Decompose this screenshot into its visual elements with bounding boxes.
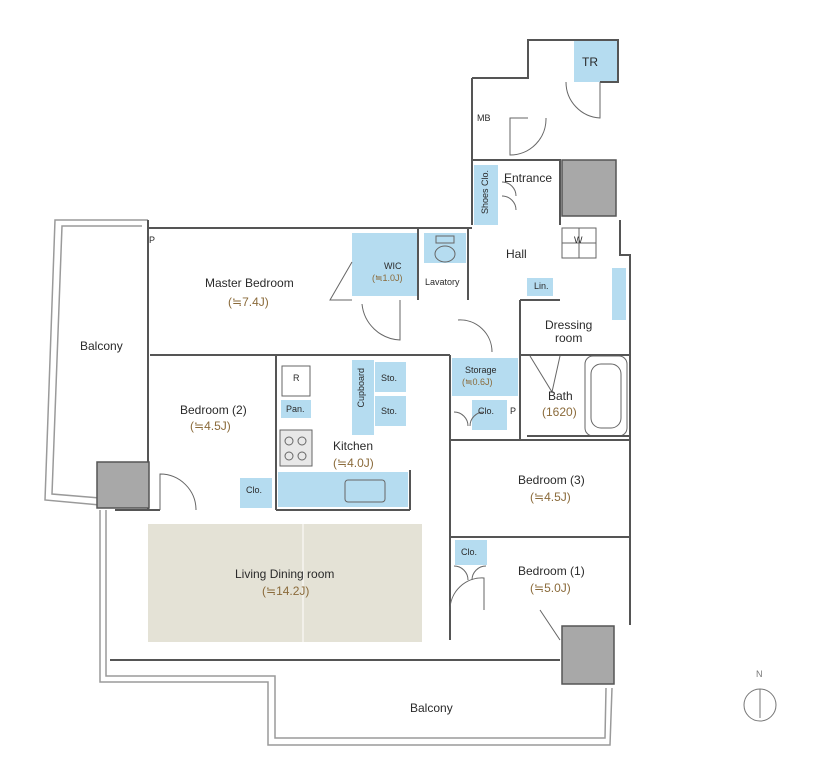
refrigerator-label: R xyxy=(293,373,300,383)
closet-kitchen-label: Clo. xyxy=(246,485,263,495)
storage-size: (≒0.6J) xyxy=(462,377,493,387)
pantry-label: Pan. xyxy=(286,404,305,414)
lavatory-label: Lavatory xyxy=(425,277,460,287)
bath-label: Bath xyxy=(548,389,573,403)
tr-label: TR xyxy=(582,55,598,69)
master-bedroom-label: Master Bedroom xyxy=(205,276,294,290)
cupboard-label: Cupboard xyxy=(356,368,366,408)
balcony-west xyxy=(44,219,148,506)
wet-areas xyxy=(240,40,626,565)
storage-label: Storage xyxy=(465,365,497,375)
dressing-room-label: Dressing xyxy=(545,318,593,332)
bedroom3-label: Bedroom (3) xyxy=(518,473,585,487)
bath-tub xyxy=(584,355,628,437)
p-top-label: P xyxy=(149,235,156,245)
bedroom1-label: Bedroom (1) xyxy=(518,564,585,578)
shoes-closet-label: Shoes Clo. xyxy=(480,170,490,215)
toilet xyxy=(434,235,456,263)
storage-small-2-label: Sto. xyxy=(381,406,398,416)
bedroom3-size: (≒4.5J) xyxy=(530,490,571,504)
balcony-west-label: Balcony xyxy=(80,339,123,353)
washer xyxy=(561,227,597,259)
master-bedroom-size: (≒7.4J) xyxy=(228,295,269,309)
wic-size: (≒1.0J) xyxy=(372,273,403,283)
bedroom2-size: (≒4.5J) xyxy=(190,419,231,433)
wic-label: WIC xyxy=(384,261,402,271)
living-floor xyxy=(148,524,422,642)
door-swings xyxy=(159,81,601,641)
balcony-south xyxy=(99,510,613,746)
bath-size: (1620) xyxy=(542,405,577,419)
bedroom1-size: (≒5.0J) xyxy=(530,581,571,595)
closet-mid-label: Clo. xyxy=(478,406,495,416)
mb-label: MB xyxy=(477,113,491,123)
p-mid-label: P xyxy=(510,406,517,416)
balcony-south-label: Balcony xyxy=(410,701,453,715)
entrance-label: Entrance xyxy=(504,171,553,185)
compass xyxy=(743,688,777,722)
storage-small-1-label: Sto. xyxy=(381,373,398,383)
hall-label: Hall xyxy=(506,247,527,261)
kitchen-fixtures xyxy=(279,365,386,503)
dressing-room-label-2: room xyxy=(555,331,583,345)
kitchen-label: Kitchen xyxy=(333,439,374,453)
living-dining-label: Living Dining room xyxy=(235,567,335,581)
washer-label: W xyxy=(574,235,583,245)
kitchen-size: (≒4.0J) xyxy=(333,456,374,470)
living-dining-size: (≒14.2J) xyxy=(262,584,310,598)
linen-label: Lin. xyxy=(534,281,549,291)
columns xyxy=(96,159,617,685)
bedroom2-label: Bedroom (2) xyxy=(180,403,247,417)
north-label: N xyxy=(756,669,763,679)
closet-b1-label: Clo. xyxy=(461,547,478,557)
